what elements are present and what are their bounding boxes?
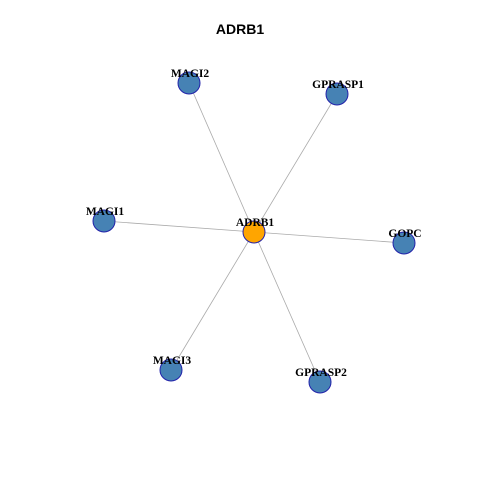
edge-adrb1-gprasp2 — [253, 231, 321, 383]
node-gprasp1 — [325, 82, 349, 106]
edge-adrb1-gopc — [253, 231, 405, 244]
edge-adrb1-gprasp1 — [253, 93, 338, 233]
node-magi2 — [177, 71, 201, 95]
node-label-magi2: MAGI2 — [171, 68, 210, 80]
node-label-adrb1: ADRB1 — [236, 217, 275, 229]
node-gprasp2 — [308, 370, 332, 394]
node-label-magi1: MAGI1 — [86, 206, 125, 218]
node-label-gprasp1: GPRASP1 — [312, 79, 364, 91]
edge-layer — [103, 82, 405, 383]
edge-adrb1-magi2 — [188, 82, 255, 233]
node-label-magi3: MAGI3 — [153, 355, 192, 367]
node-magi1 — [92, 209, 116, 233]
node-gopc — [392, 231, 416, 255]
node-adrb1 — [242, 220, 266, 244]
edge-adrb1-magi3 — [170, 231, 255, 371]
edge-adrb1-magi1 — [103, 220, 255, 233]
node-magi3 — [159, 358, 183, 382]
graph-title: ADRB1 — [215, 21, 265, 37]
node-label-gopc: GOPC — [388, 228, 421, 240]
node-label-gprasp2: GPRASP2 — [295, 367, 347, 379]
node-layer — [92, 71, 416, 394]
